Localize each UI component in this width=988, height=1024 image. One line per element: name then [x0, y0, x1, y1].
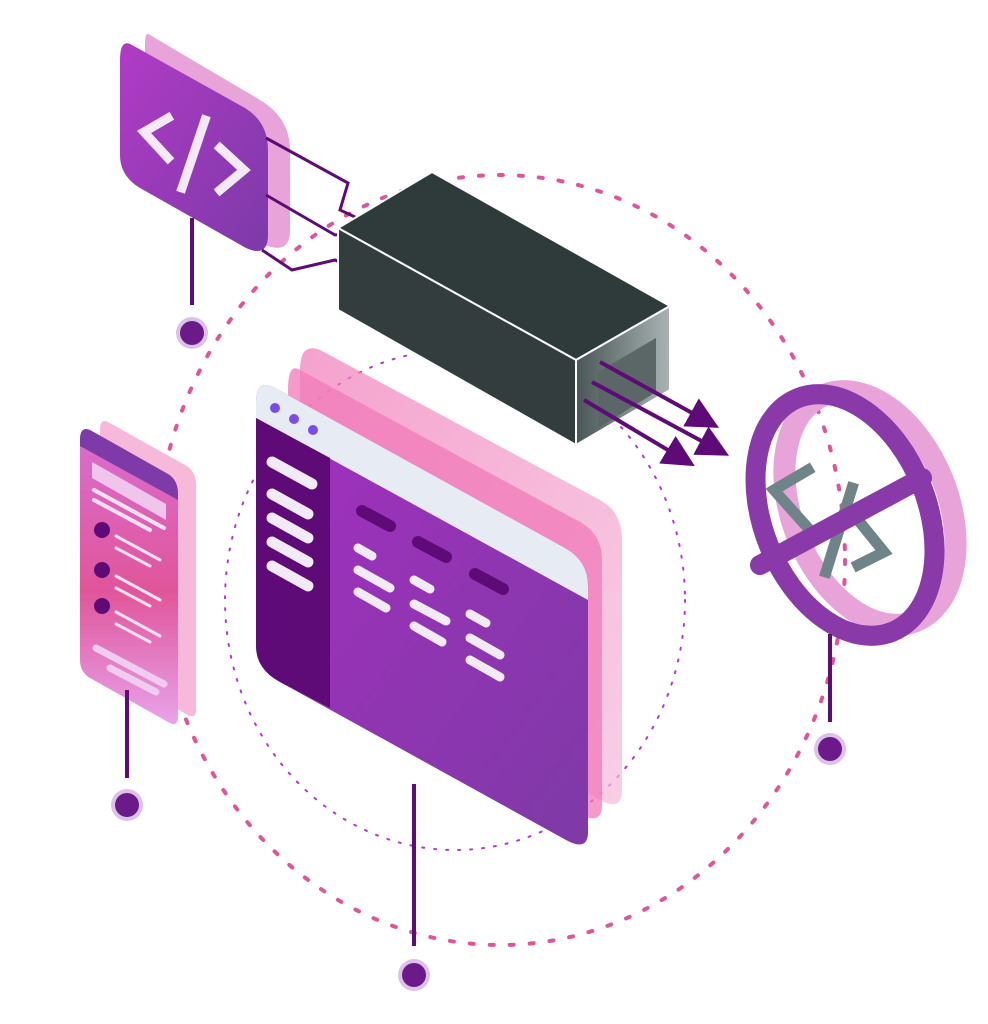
phone-lines — [92, 488, 166, 532]
sidebar-menu-lines — [266, 456, 318, 592]
code-badge — [120, 33, 290, 252]
code-badge-node — [176, 317, 208, 349]
slash-bar — [750, 468, 932, 575]
phone-list-lines — [114, 534, 162, 644]
browser-node — [398, 959, 430, 991]
dotted-orbit-outer — [153, 173, 847, 947]
phone-footer — [92, 644, 168, 696]
browser-window-icon — [256, 348, 622, 845]
mobile-phone-icon — [80, 421, 196, 724]
blocked-badge-node — [814, 733, 846, 765]
code-brackets-icon — [136, 111, 251, 197]
window-dots — [270, 403, 318, 435]
dark-box-icon — [335, 170, 673, 447]
content-header-bars — [356, 505, 509, 595]
content-text-lines — [353, 543, 505, 682]
phone-node — [111, 789, 143, 821]
output-arrows — [582, 360, 730, 467]
blocked-code-badge — [745, 380, 967, 646]
phone-avatars — [94, 522, 110, 614]
